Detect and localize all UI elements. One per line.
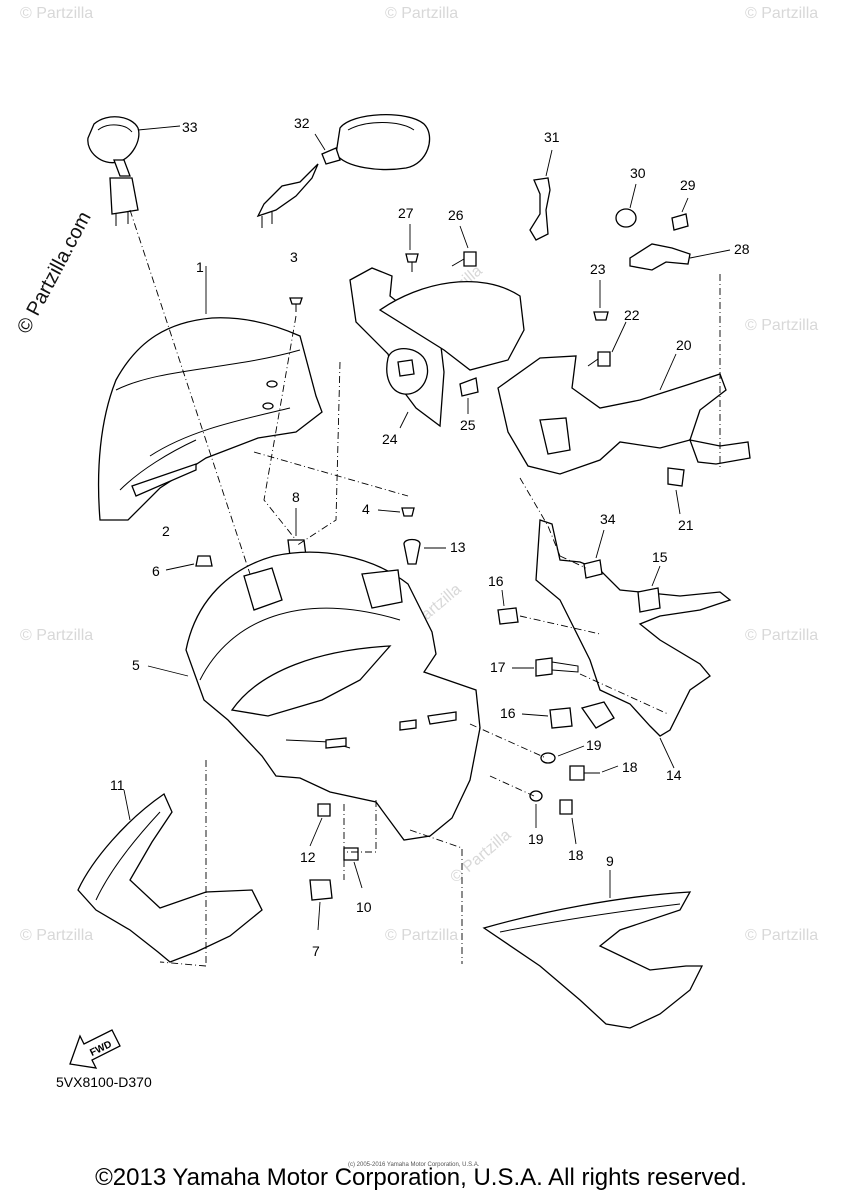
part-18-bolt-upper xyxy=(569,765,619,781)
callout-19a: 19 xyxy=(586,737,602,753)
callout-25: 25 xyxy=(460,417,476,433)
callout-14: 14 xyxy=(666,767,682,783)
part-12-screw xyxy=(309,803,331,847)
callout-18a: 18 xyxy=(622,759,638,775)
part-11-inner-panel xyxy=(77,789,263,963)
watermark: © Partzilla xyxy=(20,5,93,22)
copyright-footer: ©2013 Yamaha Motor Corporation, U.S.A. A… xyxy=(95,1164,747,1191)
part-31-bracket xyxy=(529,149,553,241)
diagram-code: 5VX8100-D370 xyxy=(56,1074,152,1090)
watermark: © Partzilla xyxy=(385,5,458,22)
watermark: © Partzilla xyxy=(745,627,818,644)
part-5-cowling xyxy=(147,551,481,841)
part-15-damper xyxy=(637,565,661,613)
part-21-nut xyxy=(667,467,685,515)
part-32-mirror-right xyxy=(256,114,431,228)
callout-33: 33 xyxy=(182,119,198,135)
part-26-bolt xyxy=(451,225,477,267)
part-24-meter-panel xyxy=(349,267,525,429)
part-28-bracket xyxy=(629,243,731,271)
callout-32: 32 xyxy=(294,115,310,131)
callout-22: 22 xyxy=(624,307,640,323)
watermark: © Partzilla xyxy=(745,5,818,22)
part-14-stay xyxy=(535,519,732,769)
part-4-screw xyxy=(377,507,415,517)
watermark: © Partzilla xyxy=(20,927,93,944)
callout-13: 13 xyxy=(450,539,466,555)
callout-12: 12 xyxy=(300,849,316,865)
callout-5: 5 xyxy=(132,657,140,673)
part-17-bolt xyxy=(512,657,579,677)
callout-28: 28 xyxy=(734,241,750,257)
side-watermark: © Partzilla.com xyxy=(13,208,96,337)
part-6-grommet xyxy=(165,555,213,571)
part-34-nut xyxy=(583,529,605,579)
callout-27: 27 xyxy=(398,205,414,221)
watermark: © Partzilla xyxy=(745,317,818,334)
watermark: © Partzilla xyxy=(20,627,93,644)
part-30-clamp xyxy=(615,183,637,228)
part-8-nut xyxy=(287,508,307,557)
watermark: © Partzilla xyxy=(745,927,818,944)
part-20-stay xyxy=(497,353,751,475)
callout-1: 1 xyxy=(196,259,204,275)
part-3-screw xyxy=(262,297,303,410)
callout-4: 4 xyxy=(362,501,370,517)
part-19-washer-upper xyxy=(540,745,585,764)
part-1-windscreen xyxy=(97,266,323,521)
part-7-nut xyxy=(309,879,333,931)
callout-29: 29 xyxy=(680,177,696,193)
callout-17: 17 xyxy=(490,659,506,675)
callout-24: 24 xyxy=(382,431,398,447)
part-16-damper-upper xyxy=(497,589,519,625)
callout-7: 7 xyxy=(312,943,320,959)
callout-11: 11 xyxy=(110,777,125,793)
callout-31: 31 xyxy=(544,129,560,145)
part-19-washer-lower xyxy=(529,790,543,828)
callout-labels: 1 2 3 4 5 6 7 8 9 10 11 12 13 14 15 16 1… xyxy=(110,115,750,959)
callout-19b: 19 xyxy=(528,831,544,847)
part-10-screw xyxy=(343,847,363,889)
callout-10: 10 xyxy=(356,899,372,915)
callout-23: 23 xyxy=(590,261,606,277)
assembly-lines xyxy=(129,209,721,967)
callout-9: 9 xyxy=(606,853,614,869)
callout-16a: 16 xyxy=(488,573,504,589)
callout-26: 26 xyxy=(448,207,464,223)
part-13-grommet xyxy=(403,538,446,565)
watermark: © Partzilla xyxy=(385,927,458,944)
part-27-screw xyxy=(405,224,419,272)
part-9-under-panel xyxy=(482,870,704,1029)
part-16-damper-lower xyxy=(521,707,573,729)
callout-18b: 18 xyxy=(568,847,584,863)
part-33-mirror-left xyxy=(87,116,181,226)
callout-34: 34 xyxy=(600,511,616,527)
fwd-arrow-icon: FWD xyxy=(69,1029,121,1069)
callout-6: 6 xyxy=(152,563,160,579)
callout-21: 21 xyxy=(678,517,694,533)
small-copyright: (c) 2005-2016 Yamaha Motor Corporation, … xyxy=(348,1162,480,1168)
callout-8: 8 xyxy=(292,489,300,505)
callout-20: 20 xyxy=(676,337,692,353)
callout-16b: 16 xyxy=(500,705,516,721)
part-18-bolt-lower xyxy=(559,799,577,845)
callout-30: 30 xyxy=(630,165,646,181)
part-29-clip xyxy=(671,197,689,231)
part-25-nut xyxy=(459,377,479,414)
watermark: © Partzilla xyxy=(447,826,514,886)
part-23-screw xyxy=(593,280,609,321)
callout-15: 15 xyxy=(652,549,668,565)
callout-3: 3 xyxy=(290,249,298,265)
callout-2: 2 xyxy=(162,523,170,539)
part-22-bolt xyxy=(587,321,627,367)
